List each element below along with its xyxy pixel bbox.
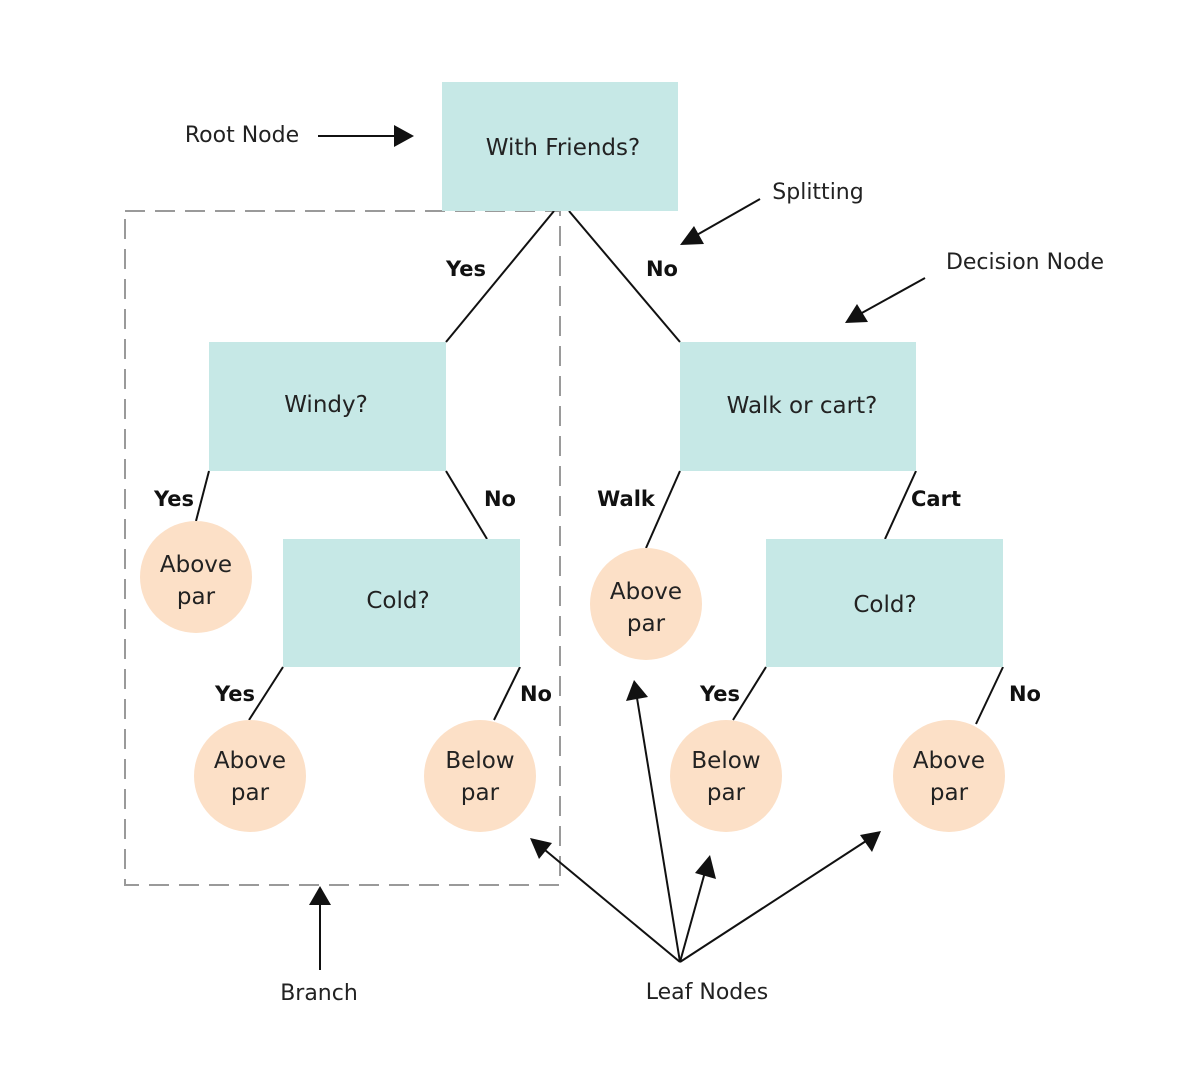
edge-label-root-no: No <box>646 257 678 281</box>
leaf-node-3-circle <box>424 720 536 832</box>
leaf-node-4-circle <box>590 548 702 660</box>
edge-windy-to-leaf1 <box>195 470 210 522</box>
decision-node-cold-left: Cold? <box>283 539 520 667</box>
edge-label-cold-right-no: No <box>1009 682 1041 706</box>
edge-label-walk: Walk <box>597 487 656 511</box>
leaf-node-6-line-2: par <box>930 780 969 806</box>
leaf-node-6-circle <box>893 720 1005 832</box>
decision-node-windy: Windy? <box>209 342 446 471</box>
edge-cold-right-to-leaf5 <box>732 666 767 721</box>
edge-windy-to-cold-left <box>445 470 488 540</box>
windy-node-label: Windy? <box>284 392 368 418</box>
leaf-node-2-circle <box>194 720 306 832</box>
leaf-node-5-line-1: Below <box>691 748 760 774</box>
edge-label-root-yes: Yes <box>445 257 486 281</box>
annotation-splitting: Splitting <box>680 180 864 245</box>
annotation-root-node-label: Root Node <box>185 123 299 148</box>
leaf-node-6-line-1: Above <box>913 748 985 774</box>
leaf-node-2-line-1: Above <box>214 748 286 774</box>
annotation-branch-arrow-head <box>309 886 331 905</box>
leaf-node-1-line-1: Above <box>160 552 232 578</box>
leaf-arrow-head-to-leaf4 <box>626 680 648 701</box>
leaf-node-1-circle <box>140 521 252 633</box>
leaf-node-4-line-1: Above <box>610 579 682 605</box>
leaf-node-5-circle <box>670 720 782 832</box>
leaf-node-1-line-2: par <box>177 584 216 610</box>
annotation-leaf-nodes-label: Leaf Nodes <box>646 980 769 1005</box>
cold-right-node-label: Cold? <box>853 592 916 618</box>
annotation-root-node: Root Node <box>185 123 414 148</box>
leaf-node-2: Above par <box>194 720 306 832</box>
edge-root-to-windy <box>445 210 555 343</box>
edge-cold-left-to-leaf2 <box>248 666 284 721</box>
edge-label-cart: Cart <box>911 487 961 511</box>
walk-or-cart-node-box <box>680 342 916 471</box>
edge-cold-right-to-leaf6 <box>975 666 1004 725</box>
decision-node-cold-right: Cold? <box>766 539 1003 667</box>
cold-left-node-label: Cold? <box>366 588 429 614</box>
leaf-arrow-line-to-leaf5 <box>679 871 706 963</box>
edge-label-cold-left-yes: Yes <box>214 682 255 706</box>
root-node-box <box>442 82 678 211</box>
edge-walk-or-cart-to-cold-right <box>884 470 917 540</box>
leaf-node-3: Below par <box>424 720 536 832</box>
annotation-leaf-nodes: Leaf Nodes <box>530 680 881 1005</box>
annotation-decision-node: Decision Node <box>845 250 1104 323</box>
leaf-arrow-line-to-leaf6 <box>679 840 867 963</box>
edge-labels: Yes No Yes No Yes No Walk Cart Yes No <box>153 257 1041 706</box>
annotation-decision-node-arrow-line <box>859 277 926 315</box>
edge-cold-left-to-leaf3 <box>493 666 521 721</box>
leaf-node-5-line-2: par <box>707 780 746 806</box>
decision-node-walk-or-cart: Walk or cart? <box>680 342 916 471</box>
annotation-root-node-arrow-head <box>394 125 414 147</box>
leaf-arrow-head-to-leaf6 <box>860 831 881 852</box>
edge-label-cold-left-no: No <box>520 682 552 706</box>
annotation-decision-node-label: Decision Node <box>946 250 1104 275</box>
leaf-node-1: Above par <box>140 521 252 633</box>
edge-label-windy-no: No <box>484 487 516 511</box>
annotation-splitting-arrow-head <box>680 226 704 245</box>
edge-label-cold-right-yes: Yes <box>699 682 740 706</box>
annotation-branch: Branch <box>280 886 358 1006</box>
leaf-arrow-head-to-leaf5 <box>695 855 716 879</box>
leaf-node-5: Below par <box>670 720 782 832</box>
leaf-node-4: Above par <box>590 548 702 660</box>
annotation-branch-label: Branch <box>280 981 358 1006</box>
leaf-node-4-line-2: par <box>627 611 666 637</box>
leaf-node-6: Above par <box>893 720 1005 832</box>
leaf-node-3-line-1: Below <box>445 748 514 774</box>
edge-root-to-walk-or-cart <box>568 210 681 343</box>
edge-walk-or-cart-to-leaf4 <box>645 470 681 549</box>
windy-node-box <box>209 342 446 471</box>
annotation-splitting-label: Splitting <box>772 180 863 205</box>
root-node: With Friends? <box>442 82 678 211</box>
cold-right-node-box <box>766 539 1003 667</box>
annotation-decision-node-arrow-head <box>845 304 868 323</box>
leaf-node-2-line-2: par <box>231 780 270 806</box>
leaf-arrow-line-to-leaf3 <box>544 849 681 963</box>
annotation-splitting-arrow-line <box>694 198 761 237</box>
leaf-arrow-line-to-leaf4 <box>636 697 681 963</box>
edge-label-windy-yes: Yes <box>153 487 194 511</box>
root-node-label: With Friends? <box>486 135 640 161</box>
branch-dashed-box <box>124 210 561 886</box>
leaf-arrow-head-to-leaf3 <box>530 838 552 859</box>
cold-left-node-box <box>283 539 520 667</box>
walk-or-cart-node-label: Walk or cart? <box>727 393 878 419</box>
tree-edges <box>195 210 1004 725</box>
leaf-node-3-line-2: par <box>461 780 500 806</box>
